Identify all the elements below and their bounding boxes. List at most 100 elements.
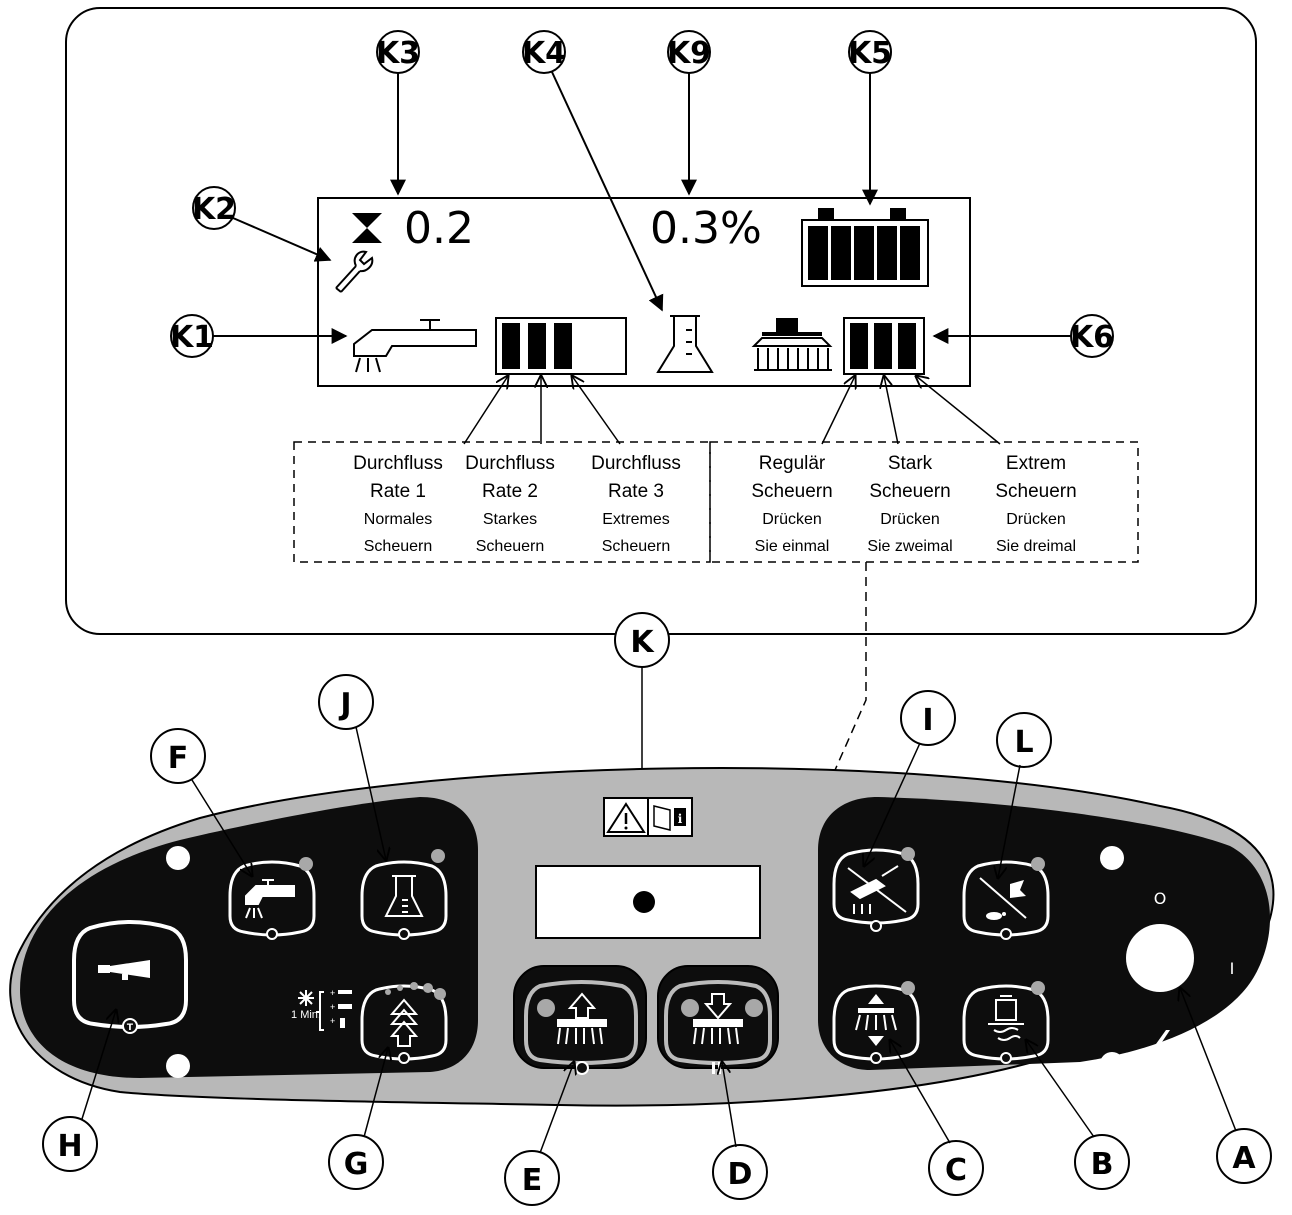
one-step-button[interactable] (360, 982, 448, 1064)
speed-button[interactable] (962, 857, 1050, 940)
svg-text:Scheuern: Scheuern (364, 538, 433, 555)
svg-text:i: i (678, 812, 683, 826)
callout-j: J (318, 674, 386, 860)
svg-text:C: C (945, 1153, 967, 1188)
svg-text:I: I (922, 703, 933, 738)
svg-text:K2: K2 (192, 192, 236, 227)
wrench-icon (335, 250, 374, 293)
svg-text:E: E (522, 1163, 543, 1198)
scrub-level-legend-box (709, 441, 1139, 563)
svg-text:Scheuern: Scheuern (869, 481, 950, 502)
svg-text:K1: K1 (170, 320, 214, 355)
bar-pointers (463, 376, 1001, 445)
brush-down-icon (693, 993, 743, 1045)
indicator-light (299, 857, 313, 871)
svg-text:Scheuern: Scheuern (476, 538, 545, 555)
callout-g: G (328, 1048, 388, 1190)
callout-d: D (712, 1062, 768, 1200)
brush-pressure-icon (855, 994, 897, 1046)
svg-text:Starkes: Starkes (483, 511, 537, 528)
one-step-legend: 1 Min. + + + (291, 988, 352, 1031)
squeegee-icon (988, 995, 1024, 1041)
svg-text:G: G (344, 1147, 369, 1182)
svg-text:K4: K4 (522, 36, 566, 71)
callout-f: F (150, 728, 252, 876)
water-flow-button[interactable] (228, 857, 316, 940)
horn-button[interactable]: T (72, 920, 188, 1034)
brush-pressure-button[interactable] (832, 981, 920, 1064)
svg-text:K9: K9 (667, 36, 711, 71)
svg-text:Drücken: Drücken (1006, 511, 1066, 528)
detergent-button[interactable] (360, 849, 448, 940)
callout-a: A (1180, 988, 1272, 1184)
callout-b: B (1026, 1040, 1130, 1190)
indicator-light (901, 847, 915, 861)
flow-rate-descriptions: Durchfluss Rate 1 Normales Scheuern Durc… (353, 453, 681, 555)
scrub-off-button[interactable] (513, 965, 647, 1075)
indicator-light (1031, 981, 1045, 995)
svg-text:1 Min.: 1 Min. (291, 1009, 321, 1021)
sun-icon (298, 990, 314, 1006)
faucet-icon (353, 319, 477, 373)
svg-text:Sie einmal: Sie einmal (755, 538, 830, 555)
hour-meter-value: 0.2 (404, 203, 474, 254)
vacuum-off-icon (847, 865, 907, 914)
callout-e: E (504, 1062, 574, 1206)
callout-k9: K9 (667, 30, 711, 196)
svg-text:Durchfluss: Durchfluss (353, 453, 443, 474)
svg-text:J: J (338, 687, 351, 722)
screw-hole (166, 1054, 190, 1078)
svg-text:K6: K6 (1070, 320, 1114, 355)
indicator-light (745, 999, 763, 1017)
squeegee-button[interactable] (962, 981, 1050, 1064)
beaker-icon (384, 875, 424, 917)
svg-text:Extrem: Extrem (1006, 453, 1066, 474)
svg-text:Rate 3: Rate 3 (608, 481, 664, 502)
svg-text:Scheuern: Scheuern (602, 538, 671, 555)
flow-rate-bars (495, 317, 627, 375)
svg-text:Drücken: Drücken (880, 511, 940, 528)
svg-text:K5: K5 (848, 36, 892, 71)
svg-text:L: L (1014, 725, 1033, 760)
scrub-on-button[interactable] (657, 965, 779, 1074)
svg-text:Drücken: Drücken (762, 511, 822, 528)
callout-k2: K2 (192, 186, 332, 262)
callout-k3: K3 (376, 30, 420, 196)
svg-text:I: I (1230, 959, 1235, 978)
indicator-light (431, 849, 445, 863)
rabbit-turtle-icon (979, 877, 1027, 920)
warning-icon (603, 797, 649, 837)
svg-text:F: F (168, 741, 189, 776)
svg-text:B: B (1091, 1147, 1114, 1182)
beaker-icon (656, 315, 714, 373)
screw-hole (166, 846, 190, 870)
indicator-light (1031, 857, 1045, 871)
svg-text:O: O (1154, 889, 1167, 908)
screw-hole (1100, 846, 1124, 870)
hourglass-icon (352, 213, 382, 243)
vacuum-fan-button[interactable] (832, 847, 920, 932)
svg-text:K3: K3 (376, 36, 420, 71)
svg-text:Regulär: Regulär (759, 453, 826, 474)
brush-up-icon (557, 992, 607, 1045)
indicator-light (901, 981, 915, 995)
scrub-level-descriptions: Regulär Scheuern Drücken Sie einmal Star… (751, 453, 1076, 555)
detergent-percent: 0.3% (650, 203, 762, 254)
key-switch[interactable]: O I (1126, 889, 1234, 1060)
svg-text:+: + (330, 1002, 335, 1012)
manual-icon: i (647, 797, 693, 837)
callout-k1: K1 (170, 314, 348, 358)
panel-display-dot (633, 891, 655, 913)
power-icon (1154, 1030, 1170, 1060)
horn-icon (98, 960, 150, 980)
svg-text:H: H (57, 1129, 82, 1164)
svg-text:A: A (1232, 1141, 1256, 1176)
svg-text:Rate 2: Rate 2 (482, 481, 538, 502)
arrows-up-icon (389, 998, 419, 1047)
indicator-light (537, 999, 555, 1017)
svg-text:Sie zweimal: Sie zweimal (867, 538, 952, 555)
callout-k6: K6 (932, 314, 1114, 358)
battery-icon (801, 208, 929, 287)
svg-text:Rate 1: Rate 1 (370, 481, 426, 502)
